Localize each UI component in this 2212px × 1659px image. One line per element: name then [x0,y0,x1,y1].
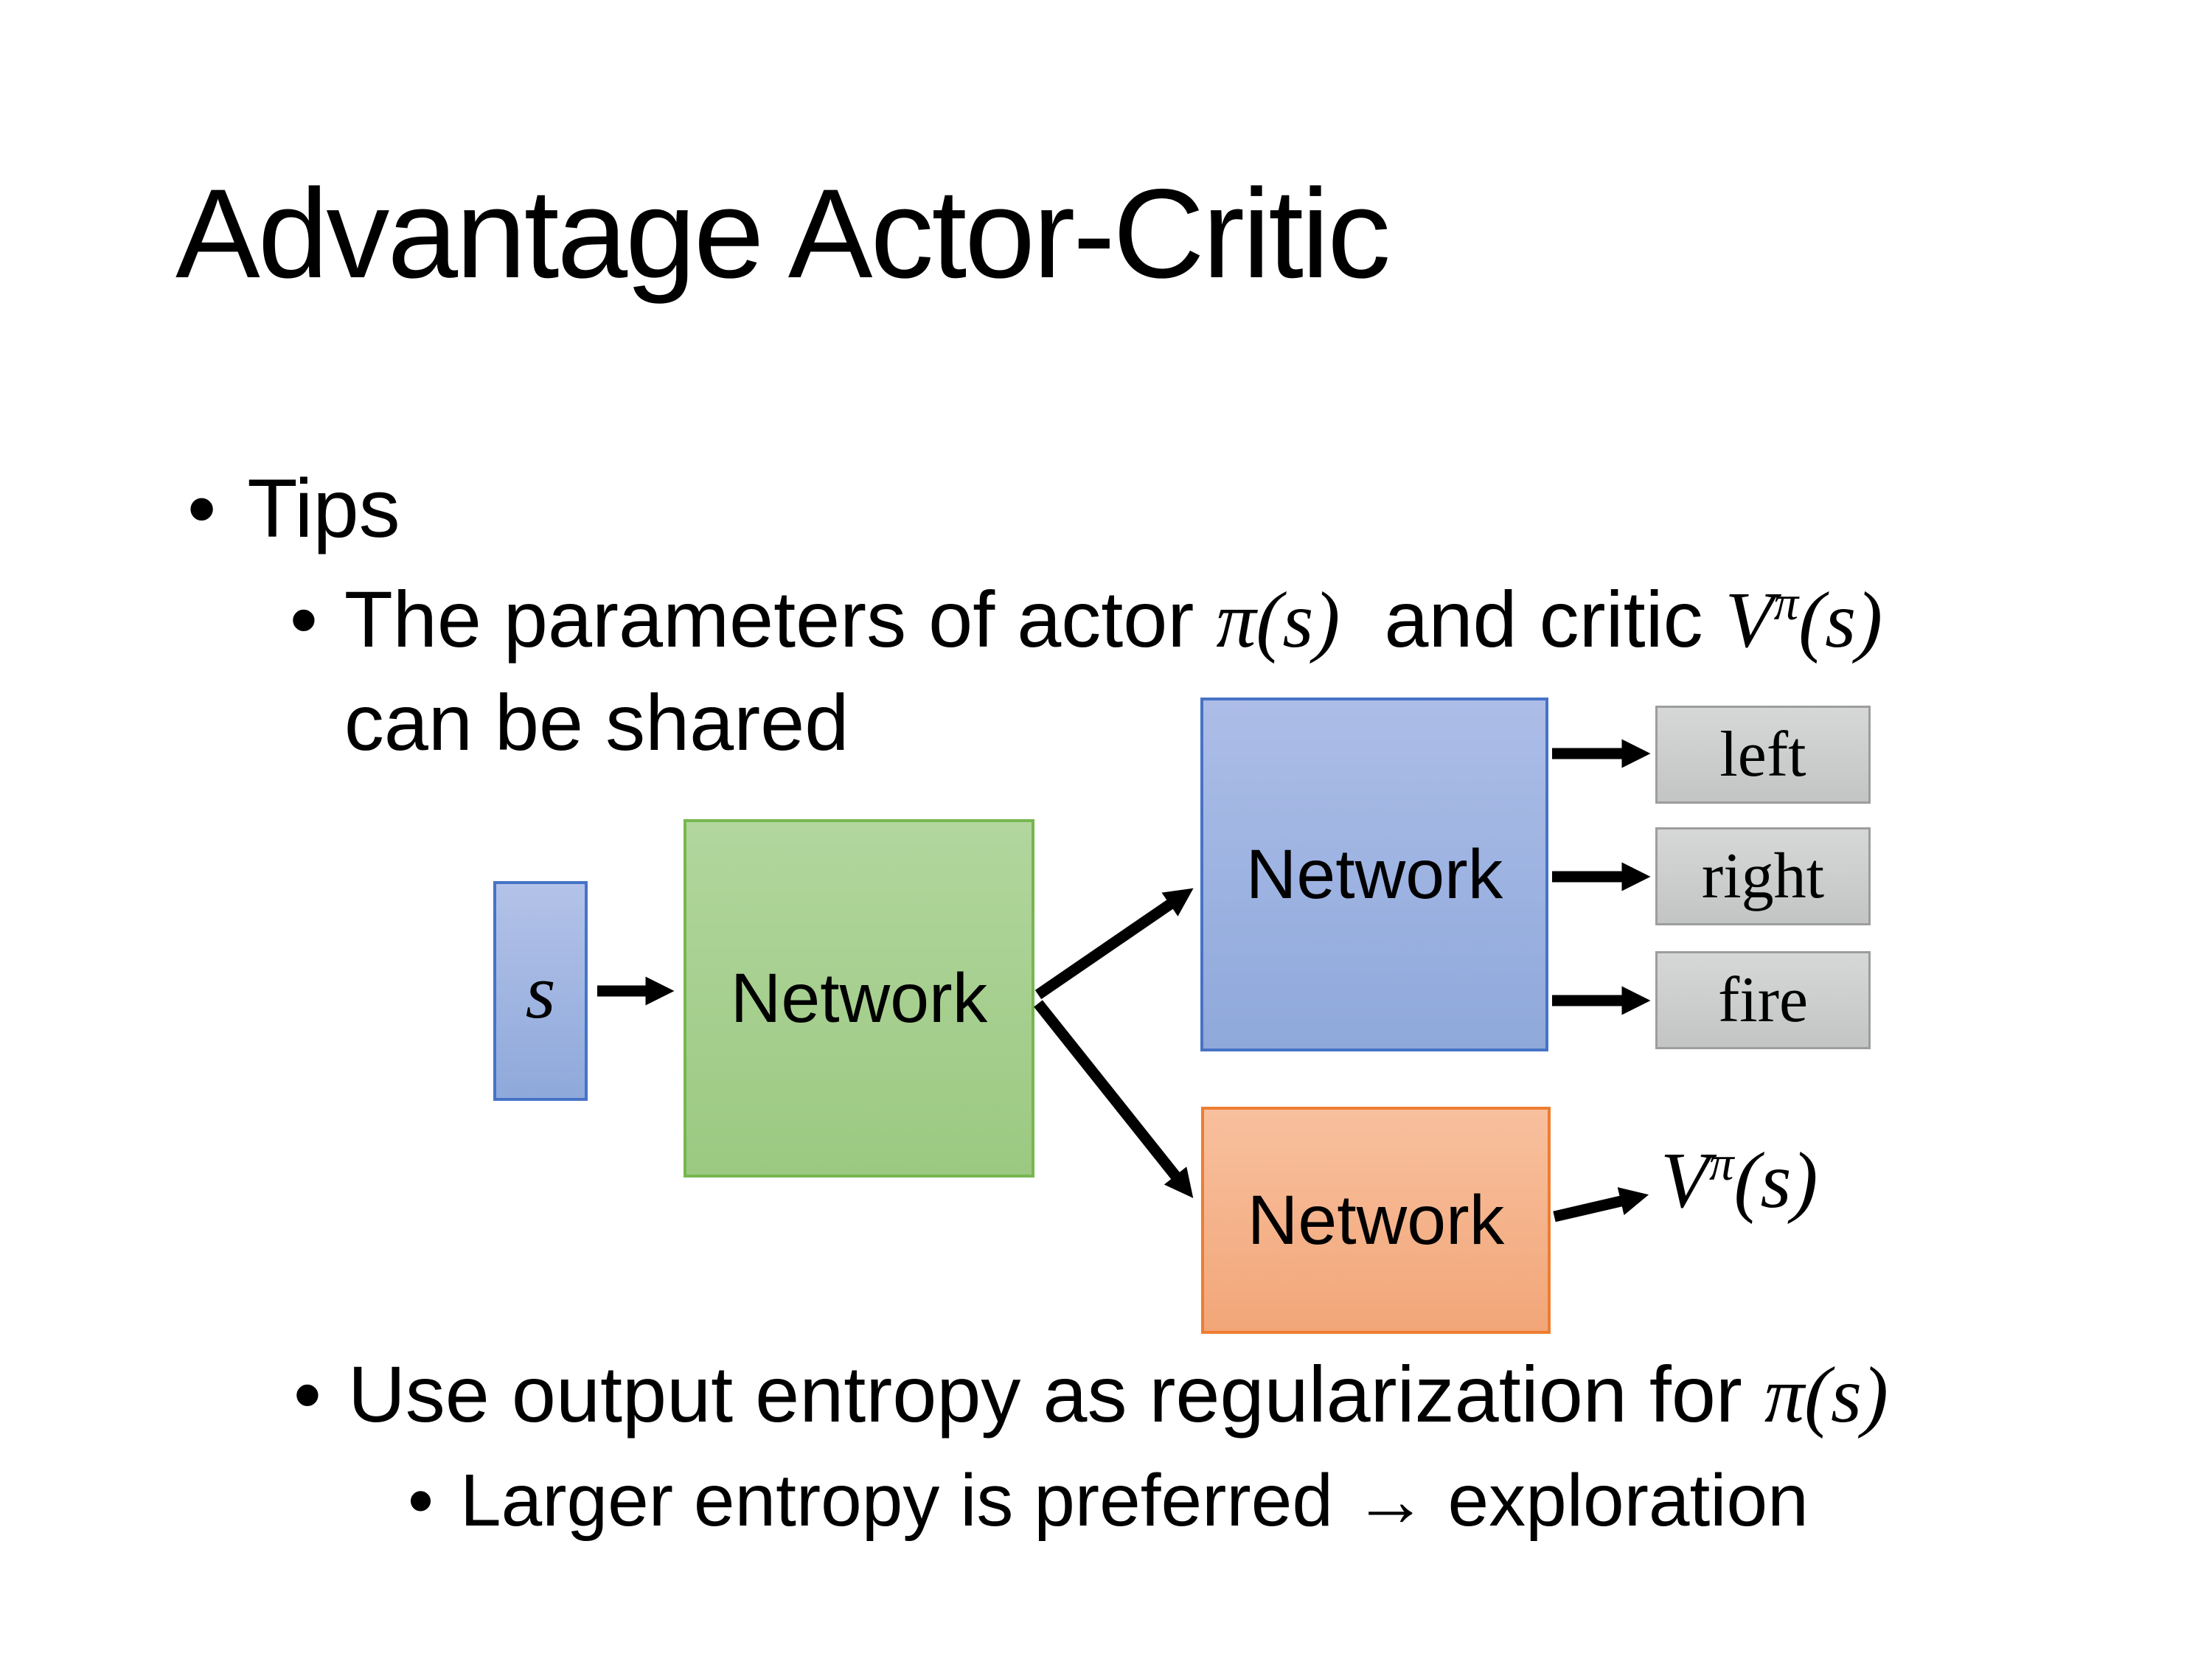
entropy-text-pre: Use output entropy as regularization for [347,1349,1764,1439]
action-box-fire: fire [1655,951,1871,1049]
critic-network-label: Network [1247,1180,1505,1259]
critic-network-box: Network [1201,1107,1551,1334]
bullet-entropy: • Use output entropy as regularization f… [293,1343,1888,1447]
action-label-right: right [1701,841,1825,912]
action-box-right: right [1655,827,1871,925]
bullet-icon: • [293,1349,321,1439]
action-label-fire: fire [1717,964,1809,1036]
math-v: V [1725,577,1774,664]
bullet-icon: • [187,462,217,554]
bullet-shared-params: • The parameters of actor π(s) and criti… [290,568,1882,773]
math-pi-s: π(s) [1764,1352,1888,1439]
bullet-tips: • Tips [187,460,400,557]
bullet-shared-params-line2: can be shared [344,678,849,767]
value-v: V [1660,1137,1709,1225]
params-text-pre: The parameters of actor [344,574,1217,664]
bullet-icon: • [408,1459,434,1542]
shared-network-box: Network [684,819,1034,1178]
state-label: s [525,947,556,1034]
actor-network-label: Network [1245,835,1503,914]
params-text-mid: and critic [1340,574,1725,664]
value-sup-pi: π [1708,1136,1734,1191]
bullet-shared-params-text: The parameters of actor π(s) and critic … [344,568,1882,773]
arrow-shared-to-actor [1034,888,1194,1000]
bullet-exploration: • Larger entropy is preferred → explorat… [408,1456,1809,1545]
math-pi-s: π(s) [1216,577,1340,664]
bullet-tips-label: Tips [247,462,400,554]
math-v-sup-pi: π [1773,576,1799,630]
bullet-shared-params-line1: The parameters of actor π(s) and critic … [344,568,1882,672]
math-v-args: (s) [1798,577,1883,664]
arrow-critic-to-value [1553,1187,1649,1222]
bullet-entropy-text: Use output entropy as regularization for… [348,1343,1888,1447]
arrow-shared-to-critic [1034,1000,1194,1198]
bullet-icon: • [290,574,318,664]
shared-network-label: Network [730,959,988,1037]
page-title: Advantage Actor-Critic [175,163,1391,305]
action-box-left: left [1655,706,1871,804]
bullet-exploration-label: Larger entropy is preferred → exploratio… [460,1459,1809,1542]
value-args: (s) [1733,1137,1818,1225]
action-label-left: left [1719,719,1806,790]
value-output-label: Vπ(s) [1660,1139,1818,1221]
state-box: s [493,881,588,1101]
actor-network-box: Network [1200,698,1548,1051]
